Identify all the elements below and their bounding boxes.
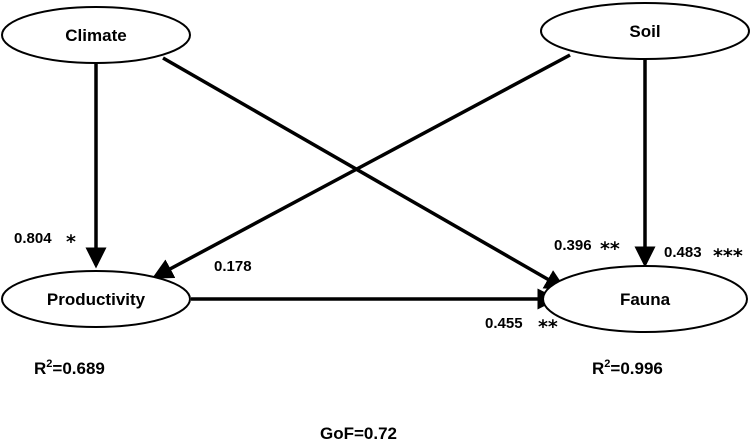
node-productivity: Productivity <box>1 270 191 328</box>
node-fauna: Fauna <box>542 265 748 333</box>
r-value: =0.996 <box>610 359 662 378</box>
r-symbol: R <box>592 359 604 378</box>
coef-value: 0.804 <box>14 230 52 247</box>
coef-value: 0.455 <box>485 315 523 332</box>
r-squared-fauna: R2=0.996 <box>592 358 663 378</box>
node-productivity-label: Productivity <box>47 290 146 309</box>
coef-value: 0.178 <box>214 258 252 275</box>
coef-value: 0.396 <box>554 237 592 254</box>
significance-stars: * <box>66 231 76 253</box>
coef-climate-fauna: 0.396 ** <box>554 237 620 260</box>
r-superscript: 2 <box>604 358 610 370</box>
node-climate: Climate <box>1 6 191 64</box>
node-fauna-label: Fauna <box>620 290 671 309</box>
gof-label: GoF=0.72 <box>320 424 397 440</box>
node-soil-label: Soil <box>629 22 660 41</box>
coef-soil-productivity: 0.178 <box>214 258 252 275</box>
node-climate-label: Climate <box>65 26 126 45</box>
node-soil: Soil <box>540 2 750 60</box>
coef-soil-fauna: 0.483 *** <box>664 244 743 267</box>
r-squared-productivity: R2=0.689 <box>34 358 105 378</box>
r-symbol: R <box>34 359 46 378</box>
significance-stars: ** <box>600 238 620 260</box>
arrow-climate-to-fauna <box>162 56 567 290</box>
r-superscript: 2 <box>46 358 52 370</box>
significance-stars: ** <box>538 316 558 338</box>
arrow-soil-to-productivity <box>151 53 571 279</box>
coef-value: 0.483 <box>664 244 702 261</box>
significance-stars: *** <box>713 245 743 267</box>
coef-climate-productivity: 0.804 * <box>14 230 76 253</box>
coef-productivity-fauna: 0.455 ** <box>485 315 558 338</box>
r-value: =0.689 <box>52 359 104 378</box>
